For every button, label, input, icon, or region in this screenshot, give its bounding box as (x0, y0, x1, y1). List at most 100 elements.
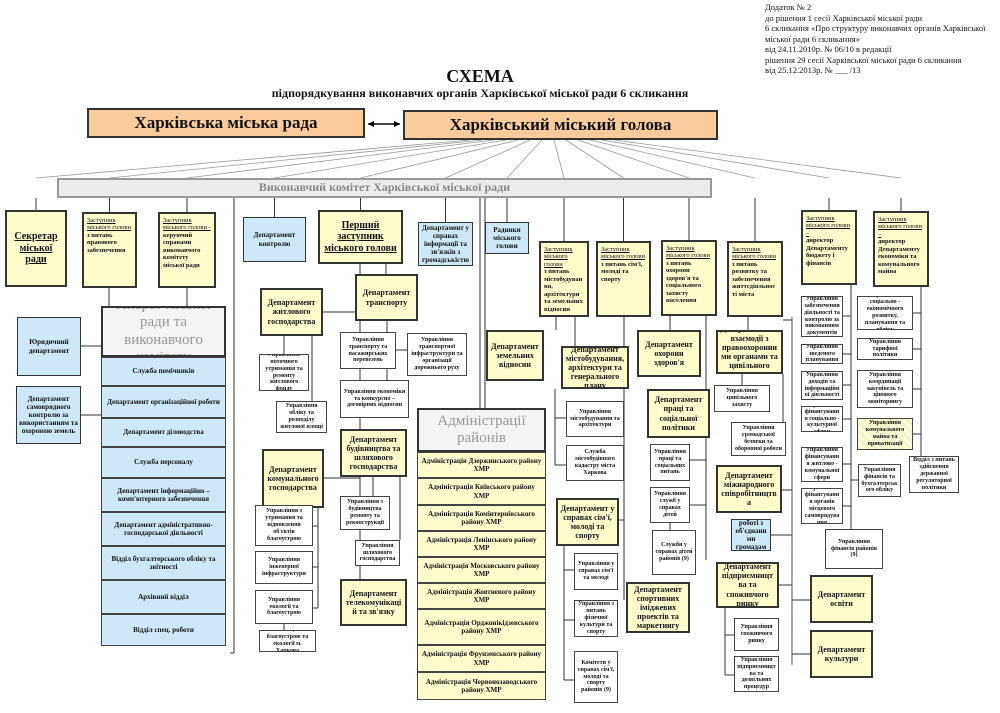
box-d8: Адміністрація Фрунзенського району ХМР (417, 645, 546, 672)
box-ap8: Архівний відділ (101, 580, 226, 614)
box-housing: Департамент житлового господарства (260, 288, 323, 336)
deputy-title: Заступник міського голови – (878, 216, 922, 238)
box-intl: Департамент міжнародного співробітництва (716, 465, 782, 513)
box-ap5: Департамент інформаційно – комп'ютерного… (101, 478, 226, 512)
deputy-portfolio: з питань охорони здоров'я та соціального… (666, 259, 702, 305)
connector-line (445, 139, 531, 179)
box-dep-affairs: Заступник міського голови -керуючий спра… (158, 212, 216, 288)
box-legal-dept: Юридичний департамент (17, 317, 81, 376)
box-r6: Управління фінансування органів місцевог… (801, 488, 843, 524)
box-apparatus: Апарат міської ради та виконавчого коміт… (101, 306, 226, 357)
deputy-title: Заступник міського голови (601, 246, 645, 261)
connector-line (601, 139, 830, 179)
connector-line (506, 139, 543, 179)
box-k3: Управління екології та благоустрою (255, 590, 313, 624)
box-ap2: Департамент організаційної роботи (101, 386, 226, 418)
box-e2: Управління тарифної політики (857, 338, 913, 360)
box-ap7: Відділ бухгалтерського обліку та звітнос… (101, 546, 226, 580)
deputy-portfolio: з питань містобудування, архітектури та … (544, 268, 583, 313)
box-f1: Управління у справах сім'ї та молоді (574, 553, 618, 590)
box-sport: Департамент спортивних іміджевих проекті… (626, 582, 690, 633)
box-first-deputy: Перший заступник міського голови (318, 210, 403, 264)
deputy-portfolio: директор Департаменту економіки та комун… (878, 238, 920, 276)
box-d2: Адміністрація Київського району ХМР (417, 478, 546, 505)
connector-line (274, 139, 507, 179)
connector-line (589, 139, 756, 179)
box-land-control: Департамент самоврядного контролю за вик… (16, 386, 81, 444)
box-ap1: Служба помічників (101, 357, 226, 386)
box-w1: Управління цивільного захисту (714, 385, 770, 412)
box-law: Департамент по взаємодії з правоохоронни… (716, 330, 783, 374)
connector-line (109, 139, 483, 179)
chart-subtitle: підпорядкування виконавчих органів Харкі… (271, 86, 689, 100)
connector-line (565, 139, 624, 179)
box-d6: Адміністрація Жовтневого району ХМР (417, 583, 546, 609)
box-ap9: Відділ спец. роботи (101, 614, 226, 646)
box-secretary: Секретар міської ради (5, 210, 67, 287)
box-urban: Департамент містобудування, архітектури … (561, 346, 629, 389)
box-ap3: Департамент діловодства (101, 418, 226, 447)
deputy-portfolio: з питань розвитку та забезпечення життєд… (732, 260, 776, 298)
box-r2: Управління зведеного планування (801, 344, 843, 364)
box-l1: Управління праці та соціальних питань (650, 444, 690, 481)
box-info-dept: Департамент у справах інформації та зв'я… (418, 222, 473, 266)
box-b1: Управління споживчого ринку (734, 618, 779, 651)
box-exec: Виконавчий комітет Харківської міської р… (57, 178, 712, 198)
box-h2: Управління обліку та розподілу житлової … (276, 401, 327, 433)
box-w2: Управління громадської безпеки та оборон… (731, 422, 786, 456)
box-d9: Адміністрація Червонозаводського району … (417, 672, 546, 700)
box-e4: Управління комунального майна та привати… (857, 418, 913, 450)
deputy-portfolio: з питань сім'ї, молоді та спорту (601, 260, 643, 283)
box-land: Департамент земельних відносин (486, 330, 544, 381)
box-d7: Адміністрація Орджонікідзевського району… (417, 609, 546, 645)
deputy-title: Заступник міського голови (666, 245, 710, 260)
box-h1: Управління поточного утримання та ремонт… (259, 354, 309, 391)
box-r4: Управління фінансування соціально - куль… (801, 406, 843, 432)
box-l3: Служби у справах дітей районів (9) (652, 530, 696, 575)
box-d5: Адміністрація Московського району ХМР (417, 557, 546, 583)
box-education: Департамент освіти (810, 575, 873, 623)
box-transport: Департамент транспорту (355, 274, 418, 321)
box-mayor: Харківський міський голова (403, 110, 718, 140)
box-t1: Управління транспорту та пасажирських пе… (340, 332, 396, 369)
box-r3: Управління доходів та інформаційної діял… (801, 371, 843, 400)
connector-line (35, 139, 471, 179)
connector-line (553, 139, 565, 179)
box-communities: Відділ по роботі з об'єднаними громадами (731, 519, 771, 551)
deputy-portfolio: з питань правового забезпечення (87, 231, 126, 254)
box-t2: Управління транспортної інфраструктури т… (407, 333, 467, 376)
box-k1: Управління з утримання та відновлення об… (255, 505, 313, 546)
deputy-title: Заступник міського голови – (806, 215, 850, 237)
box-e3: Управління координації закупівель та цін… (857, 370, 913, 408)
box-culture: Департамент культури (810, 630, 873, 678)
box-labor: Департамент праці та соціальної політики (647, 389, 710, 438)
deputy-title: Заступник міського голови (544, 246, 573, 268)
box-e5: Відділ з питань здійснення державної рег… (909, 456, 959, 493)
connector-line (186, 139, 495, 179)
box-d3: Адміністрація Комінтернівського району Х… (417, 505, 546, 531)
connector-line (577, 139, 690, 179)
box-business: Департамент підприємництва та споживчого… (716, 562, 779, 608)
box-telecom: Департамент телекомунікацій та зв'язку (340, 579, 407, 626)
deputy-portfolio: директор Департаменту бюджету і фінансів (806, 237, 848, 267)
box-c1: Управління з будівництва ремонту та реко… (340, 496, 390, 530)
box-dep-econ: Заступник міського голови –директор Депа… (873, 211, 929, 287)
box-construction: Департамент будівництва та шляхового гос… (340, 429, 407, 477)
box-family: Департамент у справах сім'ї, молоді та с… (556, 498, 619, 546)
deputy-title: Заступник міського голови - (163, 217, 211, 232)
chart-title: СХЕМА (446, 66, 514, 86)
box-b2: Управління підприємництва та дозвільних … (734, 656, 779, 692)
box-dep-budget: Заступник міського голови –директор Депа… (801, 210, 857, 285)
box-u1: Управління містобудування та архітектури (566, 401, 624, 437)
box-k2: Управління інженерної інфраструктури (255, 551, 313, 584)
box-control: Департамент контролю (243, 217, 306, 262)
connector-line (613, 139, 902, 179)
deputy-title: Заступник міського голови (87, 217, 131, 232)
deputy-title: Заступник міського голови (732, 246, 776, 261)
box-health: Департамент охорони здоров'я (637, 330, 701, 377)
